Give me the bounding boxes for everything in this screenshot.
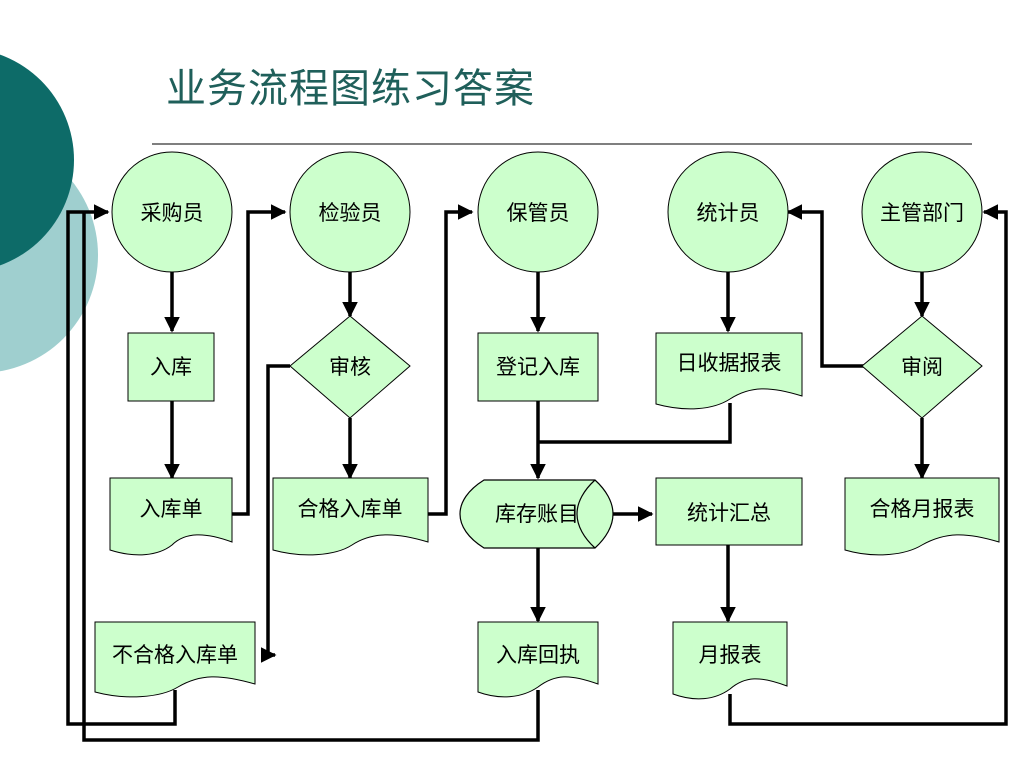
role-buyer-label: 采购员 [141, 201, 204, 225]
role-inspector-circle [289, 151, 411, 273]
arrow-daily-to-ledger [538, 403, 732, 444]
doc-daily-report [655, 332, 803, 410]
role-manager-label: 主管部门 [880, 201, 964, 225]
process-register-box [477, 332, 599, 402]
arrow-unqualified-to-buyer [66, 204, 177, 726]
process-stock-in-label: 入库 [150, 355, 192, 379]
arrow-qualified-to-keeper [428, 204, 474, 516]
role-statistician-label: 统计员 [697, 201, 760, 225]
decision-approve-label: 审阅 [901, 355, 943, 379]
role-keeper-label: 保管员 [507, 201, 570, 225]
arrow-approve-to-statistician [786, 204, 864, 368]
doc-qualified-monthly [844, 477, 1000, 556]
doc-qualified-slip-label: 合格入库单 [298, 497, 403, 521]
role-inspector-label: 检验员 [319, 201, 382, 225]
doc-qualified-slip [272, 477, 429, 556]
arrow-review-to-unqualified [260, 364, 290, 663]
doc-receipt [477, 621, 599, 698]
process-stock-in-box [127, 332, 215, 402]
role-statistician-circle [667, 151, 789, 273]
connectors [66, 204, 1008, 742]
doc-unqualified-slip-label: 不合格入库单 [112, 643, 238, 667]
doc-daily-report-label: 日收据报表 [677, 351, 782, 375]
slide-title: 业务流程图练习答案 [166, 66, 535, 112]
role-buyer-circle [111, 151, 233, 273]
doc-stock-in-slip-label: 入库单 [140, 497, 203, 521]
arrow-monthly-to-manager [728, 204, 1008, 726]
process-register-label: 登记入库 [496, 355, 580, 379]
doc-qualified-monthly-label: 合格月报表 [870, 497, 975, 521]
arrow-receipt-to-buyer [82, 212, 540, 742]
doc-monthly-report-label: 月报表 [699, 643, 762, 667]
decision-review-diamond [289, 315, 411, 419]
store-ledger-label: 库存账目 [495, 502, 579, 526]
doc-monthly-report [672, 621, 788, 700]
deco-circle-dark [0, 54, 74, 266]
role-manager-circle [861, 151, 983, 273]
doc-unqualified-slip [94, 621, 256, 698]
role-keeper-circle [477, 151, 599, 273]
doc-stock-in-slip [109, 477, 233, 556]
store-ledger-shape [459, 479, 614, 549]
doc-receipt-label: 入库回执 [496, 643, 580, 667]
decision-review-label: 审核 [329, 355, 371, 379]
arrow-slip-to-inspector [232, 204, 287, 516]
decision-approve-diamond [861, 315, 983, 419]
process-summary-label: 统计汇总 [687, 501, 771, 525]
process-summary-box [655, 477, 803, 546]
